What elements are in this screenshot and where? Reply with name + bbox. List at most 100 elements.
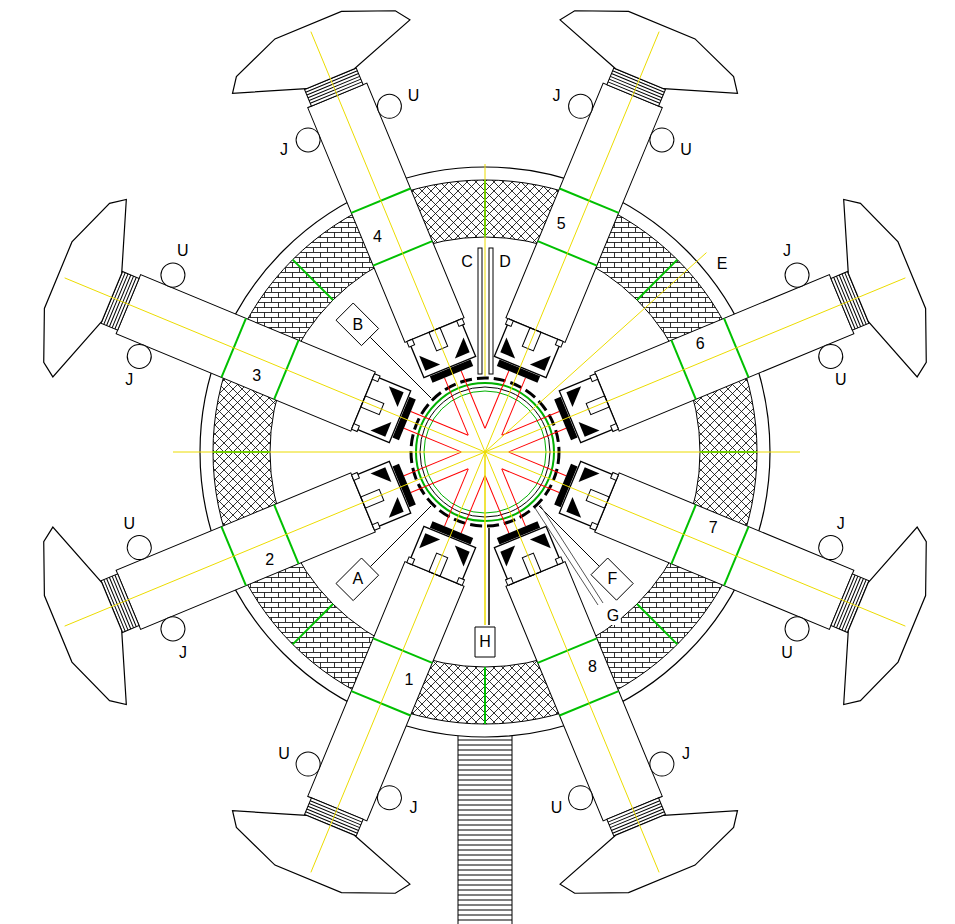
leader-line	[370, 506, 431, 567]
green-joint	[293, 604, 333, 644]
device-wedge	[449, 546, 470, 567]
port-circle	[374, 91, 405, 122]
device-tab	[555, 339, 563, 347]
stair-tread	[458, 860, 512, 861]
stair-tread	[458, 920, 512, 921]
port-circle	[815, 532, 846, 563]
signal-line	[509, 428, 566, 452]
port-label: J	[552, 87, 562, 105]
green-joint	[293, 260, 333, 300]
port-label: U	[277, 745, 291, 763]
port-label: U	[679, 141, 693, 159]
stair-tread	[458, 805, 512, 806]
stair-tread	[458, 880, 512, 881]
arm-number: 8	[587, 658, 598, 676]
device-wedge	[449, 337, 470, 358]
device-wedge	[566, 497, 587, 518]
stair-tread	[458, 750, 512, 751]
stair-tread	[458, 800, 512, 801]
device-tab	[506, 319, 514, 327]
signal-line	[502, 412, 559, 436]
port-circle	[646, 748, 677, 779]
device-tab	[590, 374, 598, 382]
port-label: U	[123, 515, 137, 533]
stair-tread	[458, 825, 512, 826]
stair-tread	[458, 755, 512, 756]
arms	[21, 0, 948, 916]
signal-line	[502, 469, 526, 526]
box-shape	[336, 558, 379, 601]
port-circle	[124, 532, 155, 563]
port-circle	[646, 124, 677, 155]
box-label: A	[352, 570, 363, 588]
drawing	[21, 0, 948, 924]
device-tab	[457, 319, 465, 327]
stair-tread	[458, 745, 512, 746]
device-wedge	[566, 386, 587, 407]
port-label: U	[407, 87, 421, 105]
port-circle	[781, 259, 812, 290]
part-box: A	[336, 558, 379, 601]
device-tab	[611, 424, 619, 432]
stair-tread	[458, 810, 512, 811]
port-circle	[292, 124, 323, 155]
box-shape	[591, 558, 633, 600]
stair-tread	[458, 795, 512, 796]
stair-tread	[458, 815, 512, 816]
stair-tread	[458, 775, 512, 776]
axis-line	[485, 278, 905, 452]
arm-assembly	[21, 372, 501, 718]
signal-line	[485, 476, 509, 533]
green-joint	[637, 260, 677, 300]
stair-tread	[458, 760, 512, 761]
axis-line	[173, 452, 800, 453]
port-circle	[124, 341, 155, 372]
leader-lines	[370, 337, 603, 625]
port-circle	[157, 613, 188, 644]
device-tab	[372, 522, 380, 530]
stair-tread	[458, 820, 512, 821]
callout-letter: D	[498, 253, 512, 271]
arm-assembly	[469, 187, 949, 533]
port-label: J	[836, 515, 846, 533]
device-tab	[407, 339, 415, 347]
device-tab	[555, 557, 563, 565]
axis-line	[65, 452, 485, 626]
arm-number: 7	[708, 519, 719, 537]
callout-letter: G	[606, 607, 620, 625]
port-circle	[565, 782, 596, 813]
axis-line	[484, 452, 486, 625]
stair-tread	[458, 870, 512, 871]
arm-assembly	[220, 0, 566, 468]
device-wedge	[530, 533, 551, 554]
device-tab	[611, 473, 619, 481]
stair-tread	[458, 835, 512, 836]
part-box: H	[475, 627, 495, 657]
device-wedge	[500, 546, 521, 567]
device-tab	[407, 557, 415, 565]
signal-line	[461, 476, 485, 533]
port-label: U	[550, 799, 564, 817]
port-label: J	[178, 644, 188, 662]
stair-tread	[458, 785, 512, 786]
stair-tread	[458, 790, 512, 791]
axis-line	[485, 32, 659, 452]
device-tab	[352, 473, 360, 481]
signal-line	[445, 378, 469, 435]
stair-tread	[458, 865, 512, 866]
stair-tread	[458, 885, 512, 886]
leader-line	[535, 508, 598, 605]
arm-number: 1	[403, 671, 414, 689]
signal-line	[411, 469, 468, 493]
signal-line	[461, 371, 485, 428]
part-box: F	[591, 558, 633, 600]
axis-lines	[65, 32, 906, 873]
green-joint	[637, 604, 677, 644]
port-label: J	[408, 799, 418, 817]
port-label: J	[681, 745, 691, 763]
stair-tread	[458, 895, 512, 896]
port-circle	[292, 748, 323, 779]
stair-tread	[458, 900, 512, 901]
